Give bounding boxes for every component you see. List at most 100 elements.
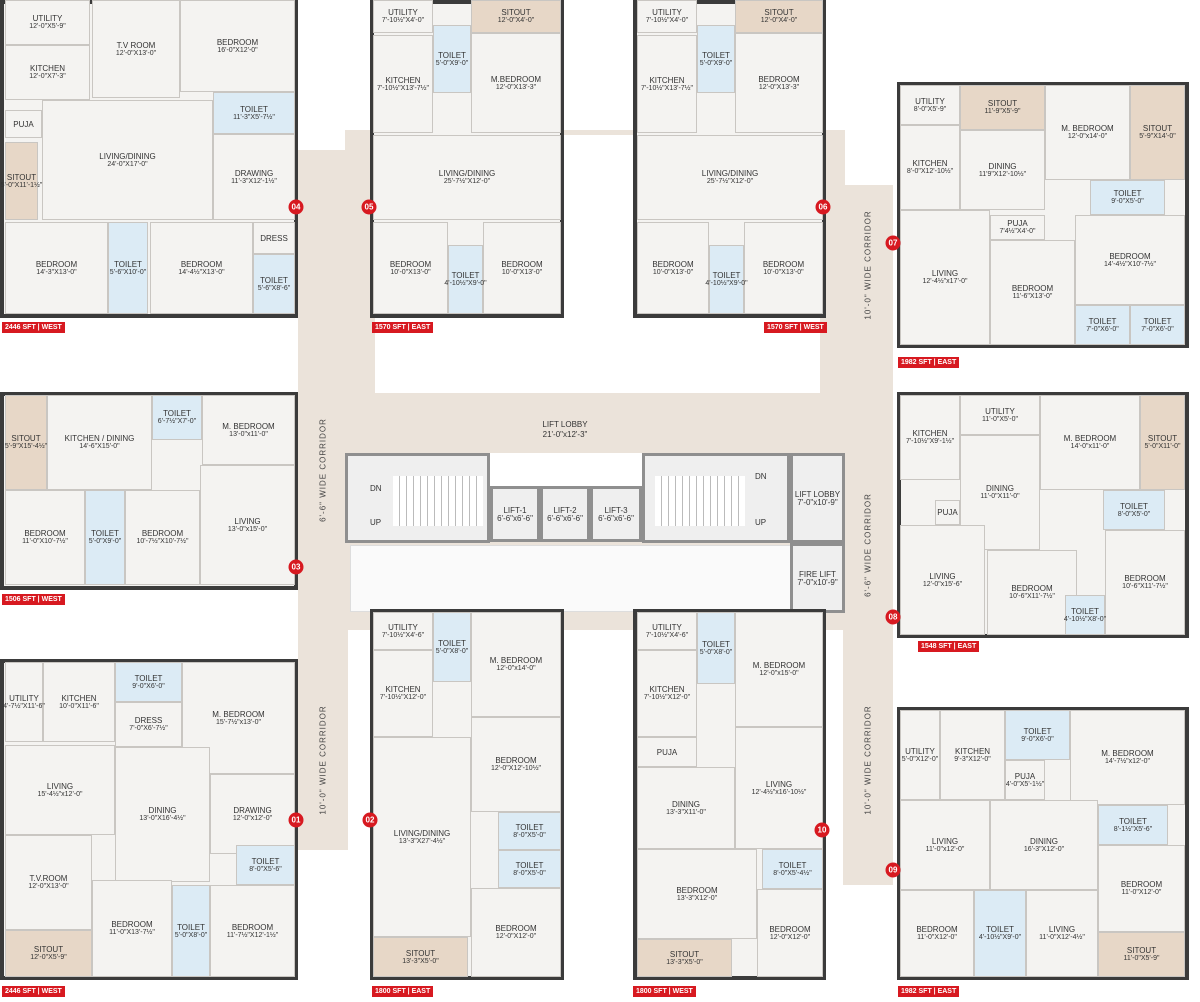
room-name: TOILET: [1071, 606, 1099, 616]
room-name: TOILET: [702, 50, 730, 60]
room-name: PUJA: [937, 508, 958, 517]
room-name: TOILET: [1143, 316, 1172, 326]
corridor-label: 6'-6" WIDE CORRIDOR: [863, 493, 873, 597]
room-size: 11'-0"X5'-9": [1123, 955, 1160, 962]
room-size: 11'-0"X11'-0": [980, 493, 1020, 500]
room-size: 5'-0"X8'-0": [435, 647, 469, 655]
room-size: 15'-4½"x12'-0": [37, 790, 83, 798]
room-size: 16'-0"X12'-0": [217, 46, 258, 54]
room-size: 12'-0"X13'-3": [495, 83, 537, 91]
room-size: 11'-3"X5'-7½": [233, 113, 275, 121]
lift-lobby: LIFT LOBBY 21'-0"x12'-3": [542, 420, 587, 440]
room-name: TOILET: [986, 925, 1014, 934]
room-size: 11'-6"X13'-0": [1012, 293, 1053, 300]
room-size: 5'-9"X14'-0": [1139, 133, 1176, 140]
room-size: 13'-3"X11'-0": [666, 808, 706, 816]
room-size: 9'-0"X6'-0": [1021, 735, 1054, 743]
room-name: TOILET: [438, 638, 466, 648]
room-size: 4'-10½"X9'-0": [444, 280, 487, 287]
room-size: 10'-0"X11'-6": [59, 702, 99, 710]
room-size: 7'-0"X6'-0": [1086, 325, 1119, 333]
room-size: 15'-7½"x13'-0": [215, 718, 261, 726]
room-size: 7'-10½"X4'-6": [381, 631, 425, 639]
unit-number-badge: 01: [288, 812, 304, 828]
room-size: 9'-3"X12'-0": [954, 755, 991, 763]
room-size: 12'-0"X12'-0": [769, 933, 811, 941]
room-size: 25'-7½"X12'-0": [443, 178, 491, 185]
room-name: SITOUT: [764, 8, 794, 17]
room-size: 12'-0"X12'-10½": [490, 765, 542, 772]
room-name: TOILET: [114, 259, 142, 269]
room-size: 7'4½"X4'-0": [999, 228, 1036, 235]
room-size: 12'-0"x15'-6": [922, 580, 963, 588]
room-name: KITCHEN: [912, 429, 948, 438]
room-name: UTILITY: [9, 693, 39, 703]
room-size: 11'-0"x12'-0": [925, 845, 965, 853]
lift-name: LIFT-2: [553, 505, 577, 515]
room-name: BEDROOM: [916, 925, 958, 934]
room-puja: PUJA: [5, 110, 42, 138]
room-size: 11'-0"X10'-7½": [22, 538, 68, 545]
room-name: UTILITY: [652, 622, 682, 632]
room-size: 7'-10½"X13'-7½": [640, 84, 693, 92]
room-name: TOILET: [1023, 726, 1052, 736]
lift-lobby-size: 21'-0"x12'-3": [542, 430, 588, 439]
room-size: 12'-0"x14'-0": [496, 665, 536, 672]
room-name: LIVING: [931, 269, 959, 278]
room-name: TOILET: [1088, 316, 1117, 326]
room-name: BEDROOM: [1011, 584, 1053, 593]
lift-size: 6'-6"x6'-6": [598, 513, 634, 523]
room-size: 7'-10½"X4'-0": [645, 17, 689, 24]
room-size: 11'-0"X12'-0": [1121, 889, 1162, 896]
unit-area-label: 1800 SFT | WEST: [633, 986, 696, 997]
cutout: [350, 545, 792, 612]
room-size: 11'-9"X5'-9": [984, 108, 1021, 115]
room-size: 10'-7½"X10'-7½": [136, 538, 189, 545]
room-name: LIVING/DINING: [438, 169, 496, 178]
room-name: BEDROOM: [495, 924, 537, 933]
lift-size: 6'-6"x6'-6": [497, 513, 533, 523]
unit-area-label: 1982 SFT | EAST: [898, 986, 960, 997]
room-name: TOILET: [177, 922, 205, 932]
room-name: LIVING: [931, 836, 959, 846]
unit-number-badge: 05: [361, 199, 377, 215]
unit-number-badge: 08: [885, 609, 901, 625]
unit-number-badge: 10: [814, 822, 830, 838]
corridor-label: 10'-0" WIDE CORRIDOR: [863, 210, 873, 320]
lift-name: LIFT-3: [604, 505, 628, 515]
room-name: BEDROOM: [216, 37, 259, 47]
room-size: 14'-4½"X13'-0": [178, 268, 225, 276]
room-size: 4'-10½"X9'-0": [978, 934, 1022, 941]
room-size: 7'-10½"X4'-0": [381, 17, 425, 24]
room-name: DINING: [988, 161, 1017, 171]
room-name: SITOUT: [987, 99, 1018, 108]
room-size: 11'-0"X13'-7½": [109, 929, 155, 936]
room-name: TOILET: [1113, 189, 1142, 198]
room-name: KITCHEN: [385, 685, 421, 694]
room-name: LIVING/DINING: [99, 151, 156, 161]
